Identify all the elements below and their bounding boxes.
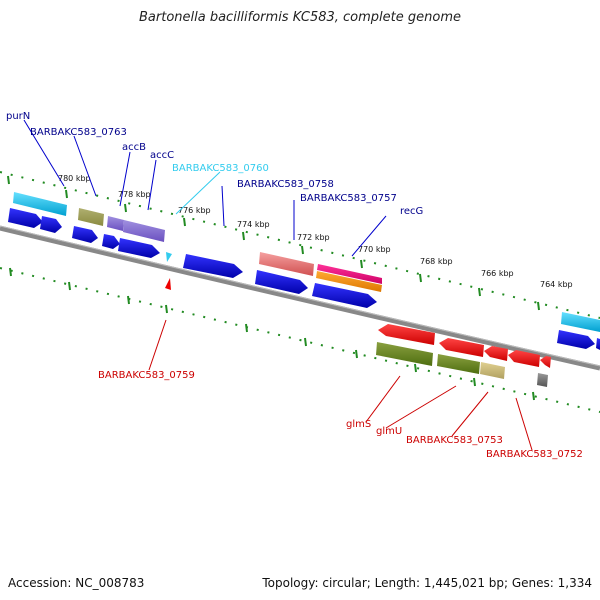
cds-block bbox=[561, 312, 600, 332]
cds-block bbox=[317, 264, 382, 284]
cds-block bbox=[537, 373, 548, 387]
cds-block bbox=[259, 252, 314, 276]
gene-label: recG bbox=[400, 206, 423, 217]
cds-arrow bbox=[118, 238, 160, 258]
tick-label: 768 kbp bbox=[420, 257, 453, 266]
cds-block bbox=[480, 362, 505, 379]
gene-label: BARBAKC583_0758 bbox=[237, 179, 334, 190]
tick-label: 780 kbp bbox=[58, 174, 91, 183]
gene-label: accC bbox=[150, 150, 174, 161]
label-line-0760 bbox=[175, 171, 221, 215]
cds-arrow bbox=[8, 208, 43, 228]
cds-arrow bbox=[378, 324, 435, 345]
tick-label: 776 kbp bbox=[178, 206, 211, 215]
gene-label: accB bbox=[122, 142, 146, 153]
cds-block bbox=[376, 342, 433, 366]
cds-arrows-forward bbox=[8, 208, 600, 350]
cds-arrow bbox=[596, 338, 600, 350]
cds-block bbox=[316, 271, 382, 292]
gene-label: BARBAKC583_0753 bbox=[406, 435, 503, 446]
cds-arrow bbox=[165, 278, 171, 290]
cds-arrow bbox=[72, 226, 98, 243]
major-ticks bbox=[7, 175, 540, 401]
cds-block bbox=[78, 208, 104, 226]
gene-label: glmU bbox=[376, 426, 402, 437]
cds-block bbox=[437, 354, 480, 374]
accession-text: Accession: NC_008783 bbox=[8, 576, 145, 590]
tick-label: 764 kbp bbox=[540, 280, 573, 289]
tick-label: 770 kbp bbox=[358, 245, 391, 254]
feature-blocks-top bbox=[13, 192, 600, 332]
gene-label: BARBAKC583_0763 bbox=[30, 127, 127, 138]
cds-block bbox=[107, 216, 124, 231]
cds-arrow bbox=[508, 350, 540, 367]
cds-arrow bbox=[183, 254, 243, 278]
map-title: Bartonella bacilliformis KC583, complete… bbox=[139, 10, 461, 25]
cds-arrow bbox=[255, 270, 308, 294]
genome-summary-text: Topology: circular; Length: 1,445,021 bp… bbox=[262, 576, 592, 590]
tick-track-inner bbox=[0, 267, 600, 413]
cds-arrow bbox=[166, 252, 172, 262]
kbp-labels: 780 kbp 778 kbp 776 kbp 774 kbp 772 kbp … bbox=[58, 174, 573, 289]
tick-label: 772 kbp bbox=[297, 233, 330, 242]
cds-arrow bbox=[557, 330, 595, 349]
label-lines-top bbox=[23, 119, 387, 257]
cds-arrows-reverse bbox=[165, 278, 551, 387]
gene-label: BARBAKC583_0759 bbox=[98, 370, 195, 381]
gene-label: BARBAKC583_0752 bbox=[486, 449, 583, 460]
cds-arrow bbox=[540, 356, 551, 368]
gene-label: glmS bbox=[346, 419, 371, 430]
tick-track-outer bbox=[0, 171, 600, 319]
tick-label: 778 kbp bbox=[118, 190, 151, 199]
cds-arrow bbox=[484, 346, 508, 361]
gene-labels-top: purN BARBAKC583_0763 accB accC BARBAKC58… bbox=[6, 111, 423, 217]
tick-label: 774 kbp bbox=[237, 220, 270, 229]
genome-backbone bbox=[0, 225, 600, 371]
tick-label: 766 kbp bbox=[481, 269, 514, 278]
label-lines-bottom bbox=[148, 319, 533, 451]
gene-labels-bottom: BARBAKC583_0759 glmS glmU BARBAKC583_075… bbox=[98, 370, 583, 460]
gene-label: BARBAKC583_0760 bbox=[172, 163, 269, 174]
cds-block bbox=[13, 192, 67, 216]
cds-arrow bbox=[439, 338, 484, 357]
cds-arrow bbox=[102, 234, 120, 249]
gene-label: BARBAKC583_0757 bbox=[300, 193, 397, 204]
cds-block bbox=[123, 220, 165, 242]
cds-arrow bbox=[40, 216, 62, 233]
cds-arrow bbox=[312, 283, 377, 308]
gene-label: purN bbox=[6, 111, 30, 122]
